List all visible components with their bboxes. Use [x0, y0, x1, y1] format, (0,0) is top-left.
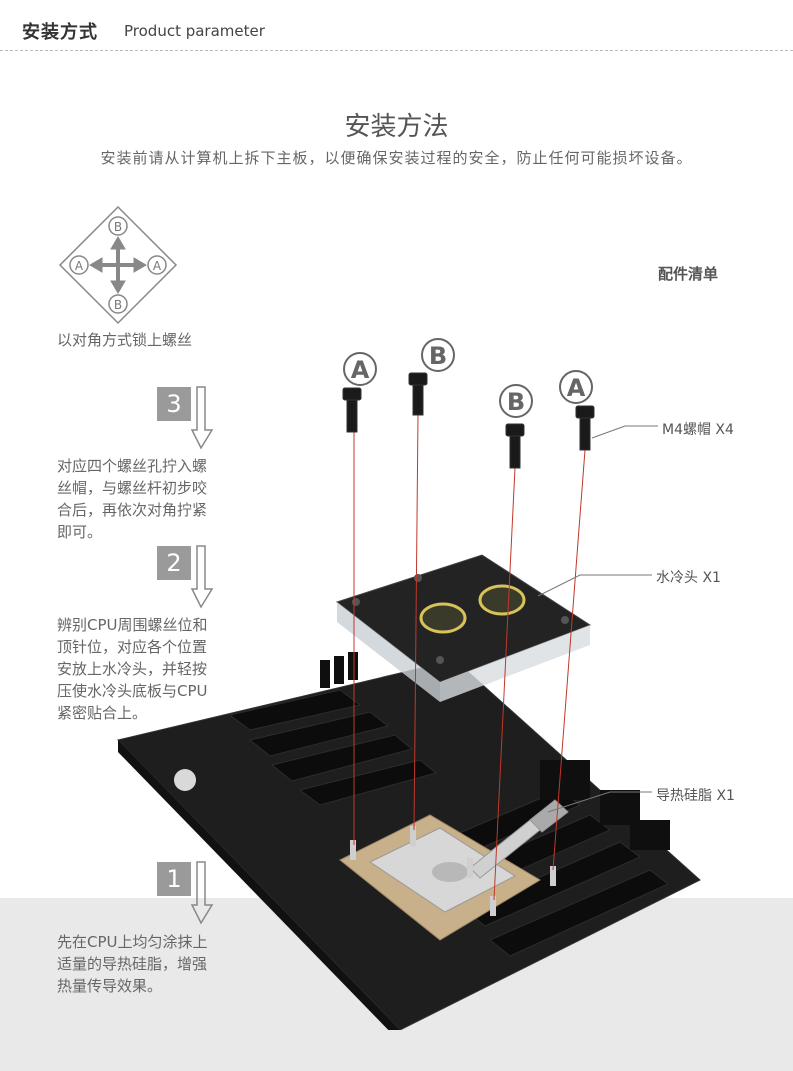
diagram-label-right: A: [153, 259, 162, 273]
screw-marker-label: B: [429, 342, 447, 370]
water-block: [335, 554, 592, 702]
part-label-water-block: 水冷头 X1: [656, 570, 721, 586]
page-title: 安装方法: [344, 112, 449, 142]
parts-list-title: 配件清单: [658, 265, 719, 283]
screw-marker-label: A: [351, 356, 370, 384]
step-1-number: 1: [157, 862, 191, 896]
step-1-text: 先在CPU上均匀涂抹上 适量的导热硅脂，增强 热量传导效果。: [57, 931, 237, 997]
step-1-line: 热量传导效果。: [57, 977, 163, 995]
step-2-line: 顶针位，对应各个位置: [57, 638, 208, 656]
step-3-line: 合后，再依次对角拧紧: [57, 501, 208, 519]
step-3-line: 丝帽，与螺丝杆初步咬: [57, 479, 208, 497]
screw-marker-label: A: [567, 374, 586, 402]
step-3-text: 对应四个螺丝孔拧入螺 丝帽，与螺丝杆初步咬 合后，再依次对角拧紧 即可。: [57, 455, 237, 543]
down-arrow-icon: [190, 386, 214, 450]
diagram-label-top: B: [114, 220, 122, 234]
part-label-thermal-paste: 导热硅脂 X1: [656, 788, 735, 804]
down-arrow-icon: [190, 545, 214, 609]
installation-illustration: A B B A: [117, 338, 701, 1030]
step-3-line: 对应四个螺丝孔拧入螺: [57, 457, 208, 475]
step-2-number: 2: [157, 546, 191, 580]
down-arrow-icon: [190, 861, 214, 925]
header-title-en: Product parameter: [124, 22, 265, 40]
m4-screw-caps: [342, 372, 595, 469]
step-3-number: 3: [157, 387, 191, 421]
step-3-line: 即可。: [57, 523, 103, 541]
thermal-paste-syringe: [469, 799, 569, 879]
screw-marker-label: B: [507, 388, 525, 416]
part-label-screw-caps: M4螺帽 X4: [662, 422, 734, 438]
step-2-line: 压使水冷头底板与CPU: [57, 682, 208, 700]
diagram-label-bottom: B: [114, 298, 122, 312]
diagonal-order-diagram: B B A A: [58, 205, 178, 325]
diagram-label-left: A: [75, 259, 84, 273]
diagram-caption: 以对角方式锁上螺丝: [57, 331, 193, 349]
header-title-cn: 安装方式: [22, 22, 98, 43]
step-2-line: 辨别CPU周围螺丝位和: [57, 616, 208, 634]
step-1-line: 先在CPU上均匀涂抹上: [57, 933, 208, 951]
step-2-text: 辨别CPU周围螺丝位和 顶针位，对应各个位置 安放上水冷头，并轻按 压使水冷头底…: [57, 614, 237, 724]
thermal-paste: [432, 862, 468, 882]
step-1-line: 适量的导热硅脂，增强: [57, 955, 208, 973]
section-header: 安装方式 Product parameter: [0, 0, 793, 51]
step-2-line: 紧密贴合上。: [57, 704, 148, 722]
four-way-arrow-icon: [89, 236, 147, 294]
page-subtitle: 安装前请从计算机上拆下主板，以便确保安装过程的安全，防止任何可能损坏设备。: [100, 149, 693, 167]
step-2-line: 安放上水冷头，并轻按: [57, 660, 208, 678]
